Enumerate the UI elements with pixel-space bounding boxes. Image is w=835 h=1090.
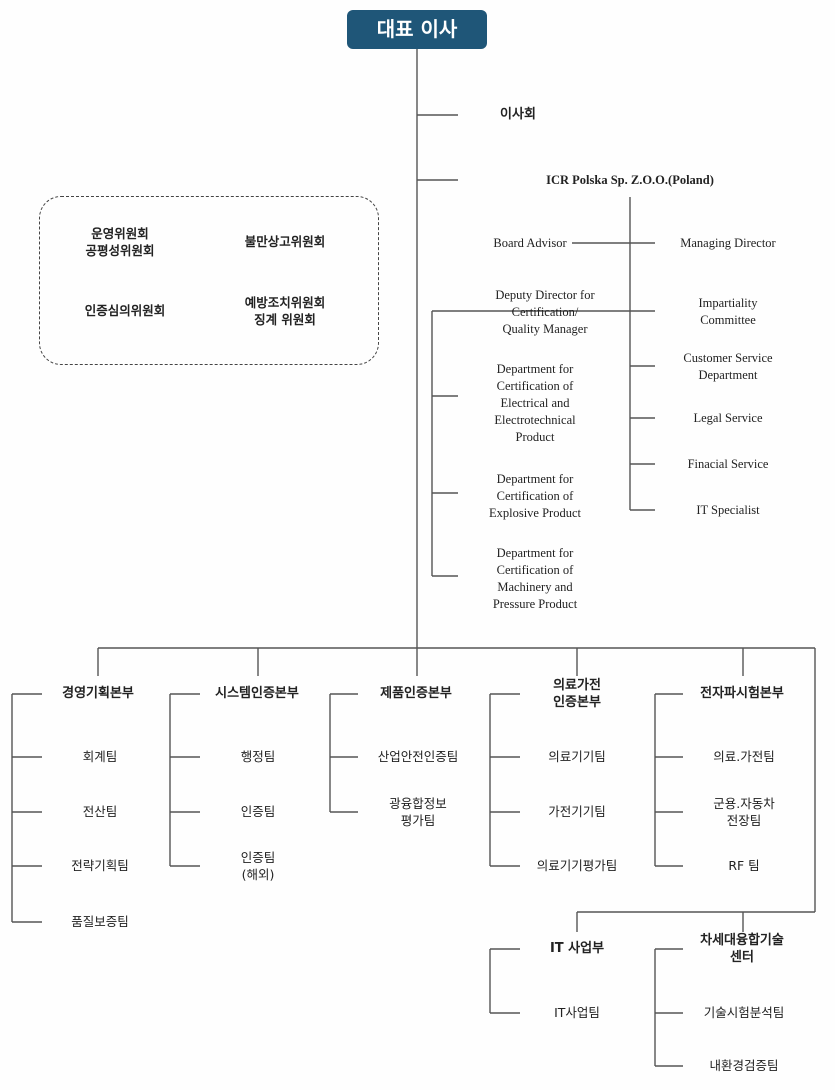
ceo-box: 대표 이사 (347, 10, 487, 49)
team-accounting: 회계팀 (82, 749, 118, 764)
division-product: 제품인증본부 (380, 686, 452, 701)
team-tech-analysis: 기술시험분석팀 (703, 1005, 785, 1020)
team-medical-device: 의료기기팀 (548, 749, 606, 764)
committee-certification-review: 인증심의위원회 (84, 303, 166, 318)
team-certification-overseas: 인증팀(해외) (240, 850, 276, 882)
poland-branch-label: ICR Polska Sp. Z.O.O.(Poland) (546, 173, 714, 187)
managing-director: Managing Director (680, 236, 776, 250)
team-certification: 인증팀 (240, 804, 276, 819)
division-emc: 전자파시험본부 (700, 686, 784, 701)
team-rf: RF 팀 (728, 858, 760, 873)
legal-service: Legal Service (693, 411, 763, 425)
team-it: 전산팀 (82, 804, 118, 819)
committees-box (39, 196, 379, 365)
division-system: 시스템인증본부 (215, 686, 299, 701)
team-quality: 품질보증팀 (71, 914, 129, 929)
team-admin: 행정팀 (240, 749, 276, 764)
team-environment: 내환경검증팀 (709, 1058, 779, 1073)
it-specialist: IT Specialist (696, 503, 760, 517)
team-it-business: IT사업팀 (554, 1005, 600, 1020)
team-medical-evaluation: 의료기기평가팀 (536, 858, 618, 873)
team-appliance: 가전기기팀 (548, 804, 606, 819)
team-medical-appliance: 의료.가전팀 (713, 749, 775, 764)
team-strategy: 전략기획팀 (71, 858, 129, 873)
committee-complaints: 불만상고위원회 (244, 234, 326, 249)
board-advisor: Board Advisor (493, 236, 567, 250)
board-label: 이사회 (500, 107, 536, 122)
financial-service: Finacial Service (687, 457, 769, 471)
division-it: IT 사업부 (549, 941, 605, 956)
division-management: 경영기획본부 (62, 686, 134, 701)
team-industrial-safety: 산업안전인증팀 (377, 749, 459, 764)
